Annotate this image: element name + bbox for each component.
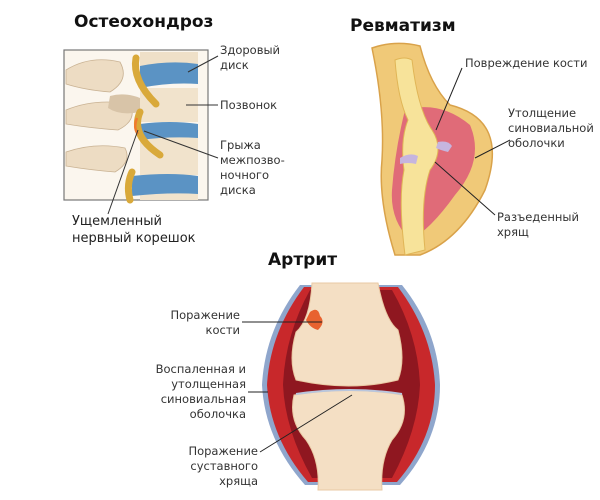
label-inflamed-membrane: Воспаленная и утолщенная синовиальная об… xyxy=(155,362,246,421)
label-healthy-disc: Здоровый диск xyxy=(220,43,281,72)
label-bone-damage: Повреждение кости xyxy=(465,56,588,70)
label-pinched-nerve: Ущемленный нервный корешок xyxy=(72,214,196,246)
label-synovial-thickening: Утолщение синовиальной оболочки xyxy=(508,106,594,150)
label-eroded-cartilage: Разъеденный хрящ xyxy=(497,210,579,239)
arthritis-title: Артрит xyxy=(268,250,338,270)
label-vertebra: Позвонок xyxy=(220,98,278,112)
arthritis-illustration xyxy=(242,282,440,491)
rheumatism-illustration xyxy=(371,42,511,256)
label-bone-lesion: Поражение кости xyxy=(170,308,240,337)
osteochondrosis-title: Остеохондроз xyxy=(74,12,214,32)
rheumatism-title: Ревматизм xyxy=(350,16,456,36)
label-cartilage-lesion: Поражение суставного хряща xyxy=(188,444,258,488)
spine-illustration xyxy=(63,49,219,215)
label-disc-hernia: Грыжа межпозво-ночного диска xyxy=(220,138,285,197)
